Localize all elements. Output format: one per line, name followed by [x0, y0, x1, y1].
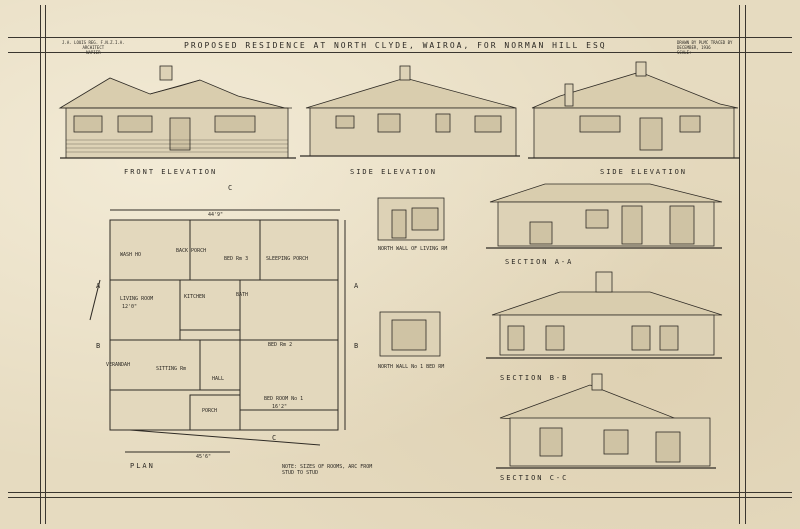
- side-elevation-label-2: SIDE ELEVATION: [600, 168, 688, 176]
- border-left-2: [45, 5, 46, 524]
- border-right-2: [745, 5, 746, 524]
- marker-a-left: A: [96, 282, 103, 290]
- section-aa-drawing: [486, 183, 723, 249]
- architect-line3: NAPIER: [86, 50, 101, 55]
- section-cc-label: SECTION C-C: [500, 474, 569, 482]
- dim-bed1: 16'2": [272, 404, 288, 410]
- marker-a-right: A: [354, 282, 361, 290]
- section-bb-label: SECTION B-B: [500, 374, 569, 382]
- room-bath: BATH: [236, 292, 249, 298]
- marker-b-left: B: [96, 342, 103, 350]
- drawing-title: PROPOSED RESIDENCE AT NORTH CLYDE, WAIRO…: [184, 41, 607, 50]
- room-hall: HALL: [212, 376, 225, 382]
- room-back-porch: BACK PORCH: [176, 248, 207, 254]
- drawn-line2: DECEMBER, 1936: [677, 45, 711, 50]
- drawn-block: DRAWN BY PLMC TRACED BY DECEMBER, 1936 S…: [677, 40, 732, 55]
- side-elevation-1-drawing: [300, 65, 520, 157]
- marker-c-bottom: C: [272, 434, 279, 442]
- north-wall-living-label: NORTH WALL OF LIVING RM: [378, 246, 448, 252]
- room-wash: WASH HO: [120, 252, 142, 258]
- marker-c-top: C: [228, 184, 235, 192]
- side-elevation-label-1: SIDE ELEVATION: [350, 168, 438, 176]
- room-bed3: BED Rm 3: [224, 256, 249, 262]
- drawn-line1: DRAWN BY PLMC TRACED BY: [677, 40, 733, 45]
- dim-living: 12'0": [122, 304, 138, 310]
- north-wall-living-drawing: [377, 197, 445, 241]
- border-bottom: [8, 492, 792, 493]
- plan-label: PLAN: [130, 462, 155, 470]
- section-aa-label: SECTION A-A: [505, 258, 574, 266]
- architect-line1: J.A. LOUIS REG. F.N.Z.I.A.: [62, 40, 125, 45]
- north-wall-bed-drawing: [379, 311, 441, 357]
- room-kitchen: KITCHEN: [184, 294, 206, 300]
- border-right: [739, 5, 740, 524]
- drawn-line3: SCALE:: [677, 50, 692, 55]
- marker-b-right: B: [354, 342, 361, 350]
- border-bottom-2: [8, 497, 792, 498]
- room-sitting: SITTING Rm: [156, 366, 187, 372]
- section-cc-drawing: [496, 373, 716, 469]
- architect-block: J.A. LOUIS REG. F.N.Z.I.A. ARCHITECT NAP…: [62, 40, 125, 55]
- border-left: [40, 5, 41, 524]
- dim-top: 44'9": [208, 212, 224, 218]
- front-elevation-drawing: [58, 65, 296, 159]
- border-top: [8, 37, 792, 38]
- room-bed2: BED Rm 2: [268, 342, 293, 348]
- room-bed1: BED ROOM No 1: [264, 396, 304, 402]
- section-bb-drawing: [486, 271, 723, 359]
- plan-note: NOTE: SIZES OF ROOMS, ARC FROM STUD TO S…: [282, 464, 373, 476]
- room-porch: PORCH: [202, 408, 218, 414]
- front-elevation-label: FRONT ELEVATION: [124, 168, 218, 176]
- floor-plan-drawing: [89, 209, 346, 453]
- room-living: LIVING ROOM: [120, 296, 154, 302]
- border-top-2: [8, 52, 792, 53]
- room-verandah: VERANDAH: [106, 362, 131, 368]
- front-weatherboards: [66, 139, 288, 153]
- side-elevation-2-drawing: [528, 61, 740, 159]
- room-sleeping-porch: SLEEPING PORCH: [266, 256, 309, 262]
- dim-bottom: 45'6": [196, 454, 212, 460]
- architect-line2: ARCHITECT: [82, 45, 105, 50]
- north-wall-bed-label: NORTH WALL No 1 BED RM: [378, 364, 445, 370]
